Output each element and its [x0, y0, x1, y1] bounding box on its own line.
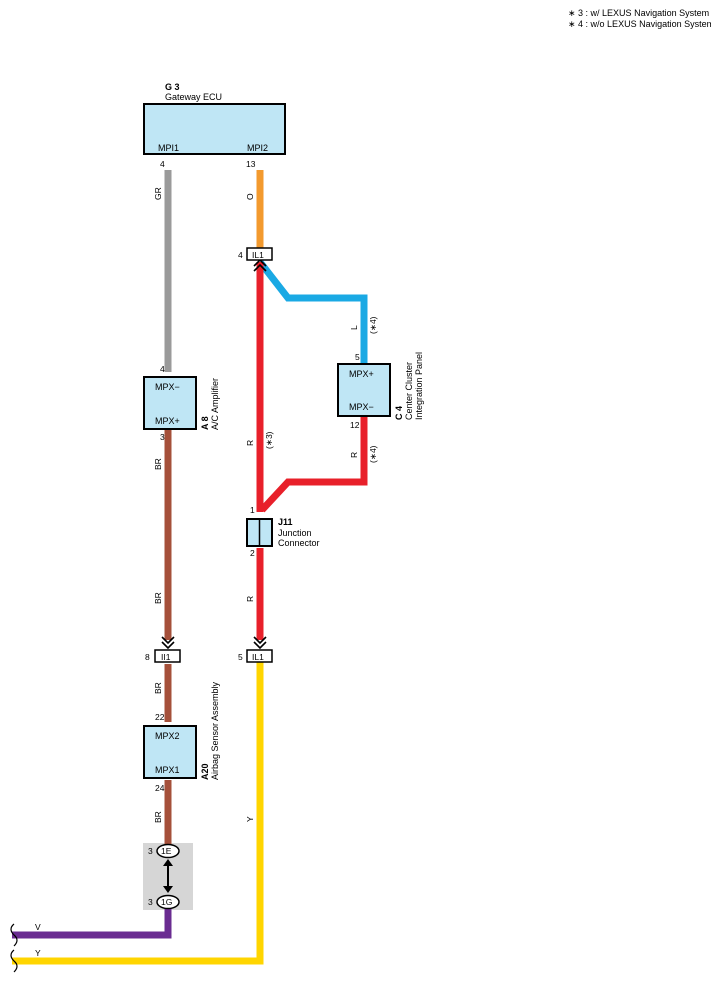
label-r-lower: R	[245, 596, 255, 602]
label-l-note: (∗4)	[368, 316, 378, 334]
junction-bottom-pin: 2	[250, 548, 255, 558]
airbag-name: Airbag Sensor Assembly	[210, 681, 220, 780]
il1-bottom-label: IL1	[252, 652, 264, 662]
cluster-code: C 4	[394, 406, 404, 420]
connector-il1-bottom[interactable]	[246, 649, 273, 663]
break-mark-v-icon	[10, 923, 18, 947]
label-y-out: Y	[35, 948, 41, 958]
label-o: O	[245, 193, 255, 200]
airbag-bottom-label: MPX1	[155, 765, 180, 775]
label-br-3: BR	[153, 682, 163, 694]
ac-amp-code: A 8	[200, 416, 210, 430]
chevron-il1-bottom-icon	[253, 636, 267, 650]
il1-top-label: IL1	[252, 250, 264, 260]
airbag-code: A20	[200, 763, 210, 780]
cluster-bottom-pin: 12	[350, 420, 360, 430]
label-br-4: BR	[153, 811, 163, 823]
label-br-2: BR	[153, 592, 163, 604]
connector-1e[interactable]	[156, 843, 180, 859]
wire-v	[12, 906, 172, 939]
label-r-main-note: (∗3)	[264, 431, 274, 449]
center-cluster-box[interactable]	[337, 363, 391, 417]
cluster-name-line1: Center Cluster	[404, 362, 414, 420]
break-mark-y-icon	[10, 949, 18, 973]
g1-pin: 3	[148, 897, 153, 907]
gateway-pin-left-no: 4	[160, 159, 165, 169]
label-gr: GR	[153, 187, 163, 200]
cluster-top-label: MPX+	[349, 369, 374, 379]
wire-r-cluster	[259, 416, 368, 513]
airbag-sensor-box[interactable]	[143, 725, 197, 779]
label-v-out: V	[35, 922, 41, 932]
label-r-cluster: R	[349, 452, 359, 458]
label-y: Y	[245, 816, 255, 822]
gateway-pin-left-label: MPI1	[158, 143, 179, 153]
airbag-top-pin: 22	[155, 712, 165, 722]
junction-code: J11	[278, 517, 293, 527]
cluster-bottom-label: MPX−	[349, 402, 374, 412]
ac-amp-top-label: MPX−	[155, 382, 180, 392]
label-r-cluster-note: (∗4)	[368, 445, 378, 463]
wire-y	[12, 662, 264, 965]
legend-line-1: ∗ 3 : w/ LEXUS Navigation System	[568, 8, 709, 18]
mate-arrow-icon	[163, 859, 173, 893]
ac-amp-name: A/C Amplifier	[210, 378, 220, 430]
ii1-pin: 8	[145, 652, 150, 662]
cluster-top-pin: 5	[355, 352, 360, 362]
airbag-top-label: MPX2	[155, 731, 180, 741]
e1-pin: 3	[148, 846, 153, 856]
il1-bottom-pin: 5	[238, 652, 243, 662]
g1-label: 1G	[161, 897, 172, 907]
ii1-label: II1	[161, 652, 171, 662]
gateway-pin-right-label: MPI2	[247, 143, 268, 153]
ac-amp-top-pin: 4	[160, 364, 165, 374]
gateway-code: G 3	[165, 82, 180, 92]
junction-name-line1: Junction	[278, 528, 312, 538]
label-l: L	[349, 325, 359, 330]
gateway-ecu-box[interactable]	[143, 103, 286, 155]
gateway-name: Gateway ECU	[165, 92, 222, 102]
wire-l	[257, 259, 368, 364]
gateway-pin-right-no: 13	[246, 159, 256, 169]
il1-top-pin: 4	[238, 250, 243, 260]
ac-amplifier-box[interactable]	[143, 376, 197, 430]
connector-ii1[interactable]	[154, 649, 181, 663]
cluster-name-line2: Integration Panel	[414, 352, 424, 420]
connector-il1-top[interactable]	[246, 247, 273, 261]
e1-label: 1E	[161, 846, 172, 856]
ac-amp-bottom-label: MPX+	[155, 416, 180, 426]
label-r-main: R	[245, 440, 255, 446]
connector-1g[interactable]	[156, 894, 180, 910]
ac-amp-bottom-pin: 3	[160, 432, 165, 442]
legend-line-2: ∗ 4 : w/o LEXUS Navigation System	[568, 19, 711, 29]
label-br-1: BR	[153, 458, 163, 470]
junction-name-line2: Connector	[278, 538, 320, 548]
junction-top-pin: 1	[250, 505, 255, 515]
chevron-ii1-icon	[161, 636, 175, 650]
airbag-bottom-pin: 24	[155, 783, 165, 793]
